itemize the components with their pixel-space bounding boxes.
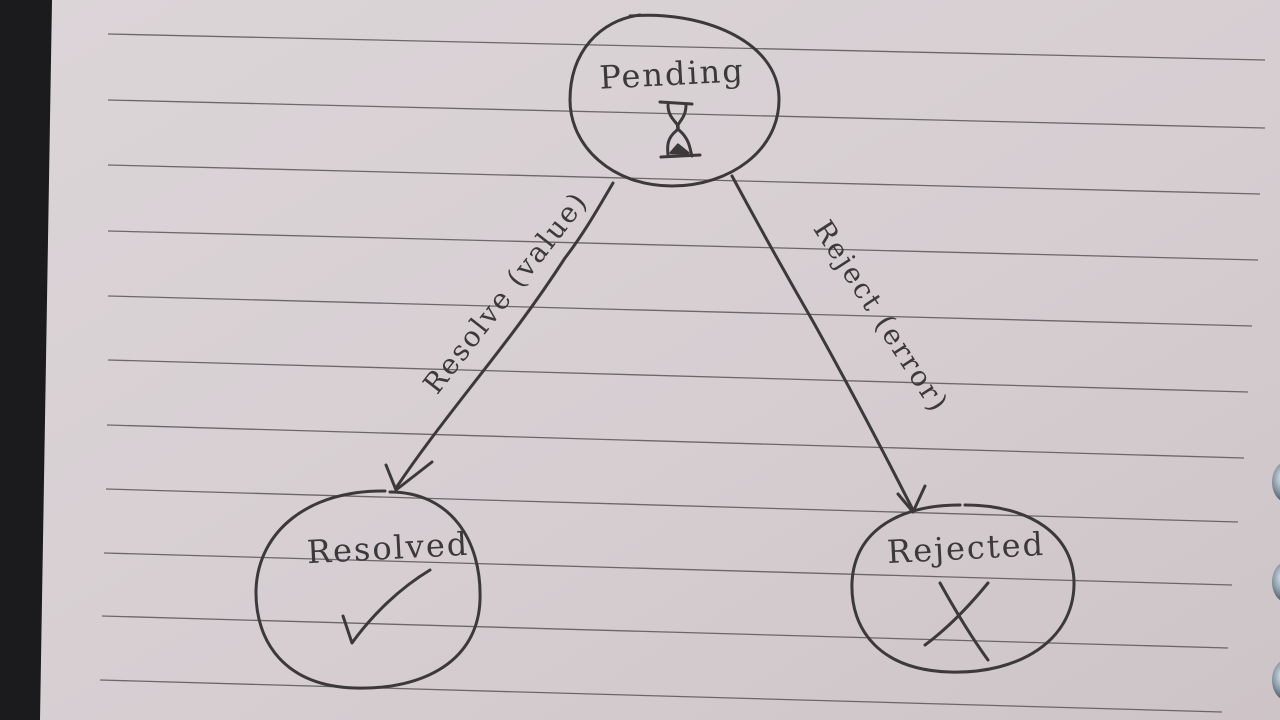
paper-sheet bbox=[40, 0, 1280, 720]
cross-icon bbox=[923, 581, 990, 662]
ruled-lines bbox=[99, 33, 1266, 713]
pending-state-circle bbox=[568, 13, 781, 188]
reject-arrowhead bbox=[896, 484, 927, 514]
reject-arrow bbox=[730, 174, 915, 512]
hourglass-icon bbox=[658, 100, 702, 159]
rejected-state-circle bbox=[850, 503, 1076, 674]
checkmark-icon bbox=[341, 568, 432, 645]
pending-state-label: Pending bbox=[598, 51, 746, 97]
resolve-arrow bbox=[394, 181, 615, 490]
binding-rings bbox=[1272, 463, 1280, 699]
resolve-arrowhead bbox=[384, 460, 434, 492]
resolved-state-circle bbox=[254, 489, 482, 690]
